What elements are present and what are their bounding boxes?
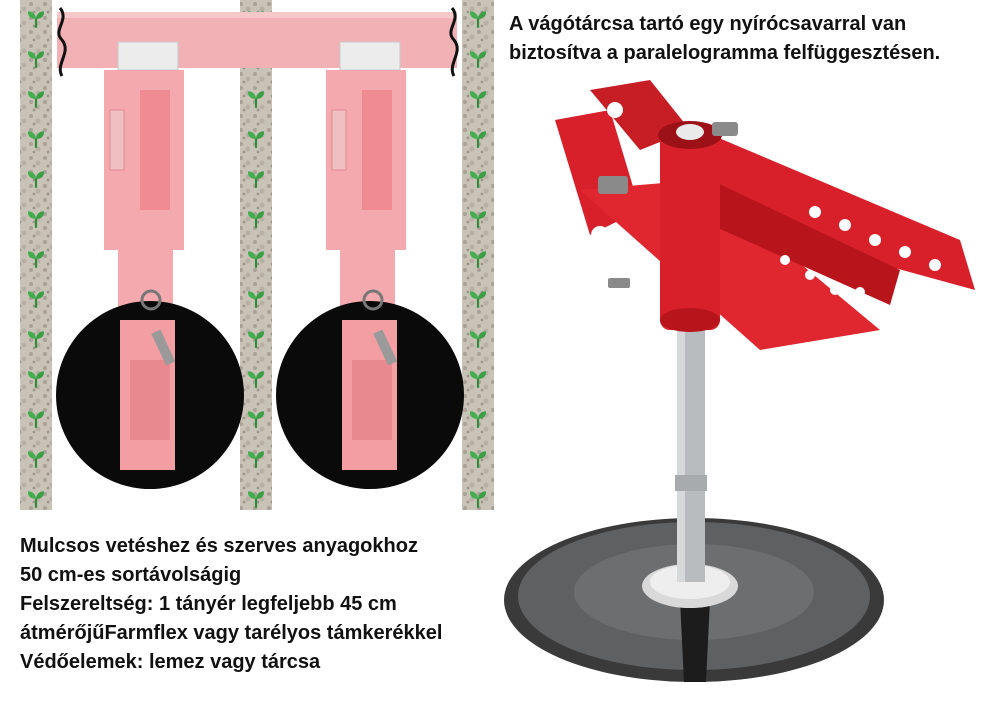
caption-top: A vágótárcsa tartó egy nyírócsavarral va… — [509, 13, 941, 64]
caption-bottom-line-4: átmérőjűFarmflex vagy tarélyos támkerékk… — [20, 622, 443, 644]
caption-bottom-line-1: Mulcsos vetéshez és szerves anyagokhoz — [20, 535, 418, 557]
caption-bottom-line-3: Felszereltség: 1 tányér legfeljebb 45 cm — [20, 593, 397, 615]
shear-bolt-icon — [598, 122, 738, 288]
row-unit-1 — [56, 41, 244, 489]
soil-strip-middle — [240, 0, 272, 510]
caption-bottom-line-5: Védőelemek: lemez vagy tárcsa — [20, 651, 321, 673]
row-unit-2 — [276, 41, 464, 489]
caption-bottom: Mulcsos vetéshez és szerves anyagokhoz 5… — [20, 532, 500, 677]
caption-bottom-line-2: 50 cm-es sortávolságig — [20, 564, 242, 586]
soil-strip-left — [20, 0, 52, 510]
coulter-assembly-render — [504, 80, 975, 682]
soil-strip-right — [462, 0, 494, 510]
